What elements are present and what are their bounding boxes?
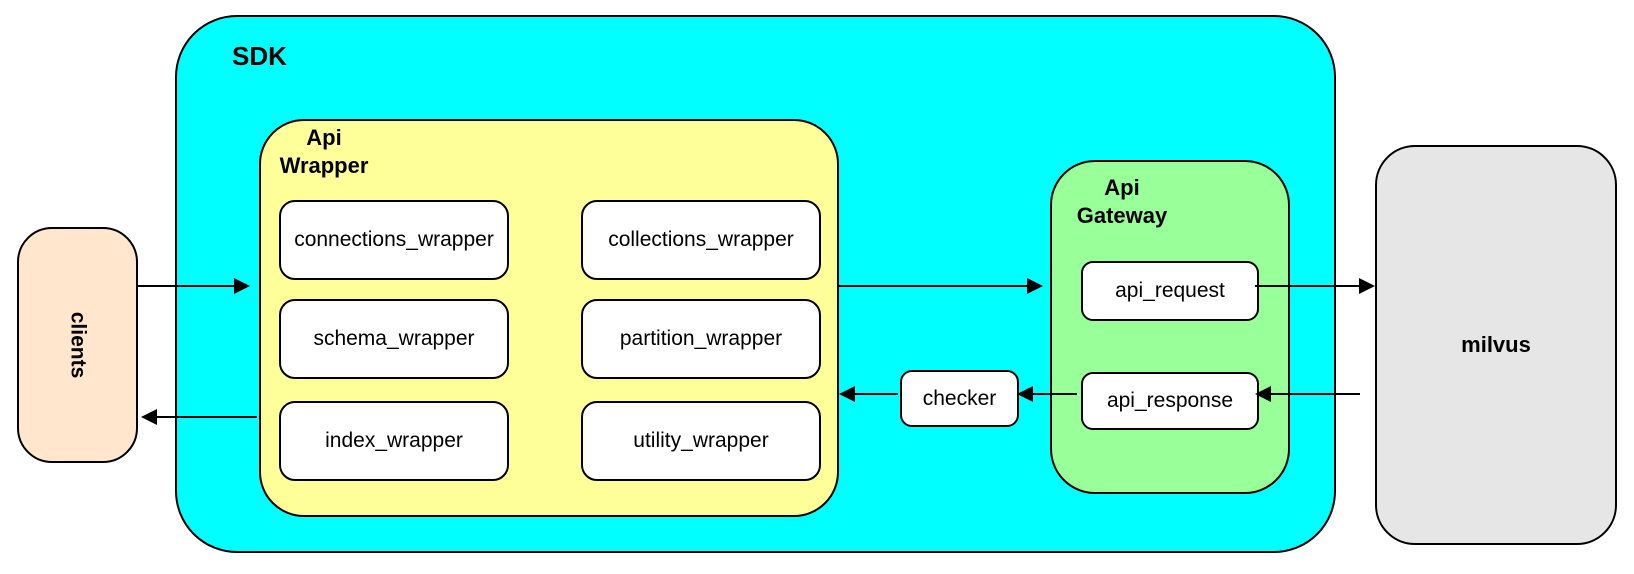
checker-box: checker <box>900 370 1019 427</box>
partition-wrapper-label: partition_wrapper <box>619 327 783 350</box>
clients-box: clients <box>17 227 138 463</box>
collections-wrapper-label: collections_wrapper <box>608 228 794 251</box>
api-wrapper-label: Api Wrapper <box>269 124 379 179</box>
api-wrapper-container: Api Wrapper connections_wrapper collecti… <box>259 119 839 517</box>
arrow-line <box>1271 393 1360 395</box>
index-wrapper-label: index_wrapper <box>325 429 463 452</box>
arrow-head-left-icon <box>839 386 855 402</box>
schema-wrapper-box: schema_wrapper <box>279 299 509 379</box>
milvus-label: milvus <box>1461 332 1531 357</box>
arrow-line <box>1255 285 1359 287</box>
arrow-head-left-icon <box>141 409 157 425</box>
connections-wrapper-label: connections_wrapper <box>294 228 494 251</box>
api-wrapper-label-line1: Api <box>306 125 342 150</box>
clients-label: clients <box>66 311 90 379</box>
sdk-container: SDK Api Wrapper connections_wrapper coll… <box>175 15 1336 553</box>
collections-wrapper-box: collections_wrapper <box>581 200 821 280</box>
api-gateway-label-line2: Gateway <box>1076 202 1168 228</box>
partition-wrapper-box: partition_wrapper <box>581 299 821 379</box>
sdk-label: SDK <box>232 41 287 71</box>
api-gateway-container: Api Gateway api_request api_response <box>1050 160 1290 494</box>
arrow-head-right-icon <box>1027 278 1043 294</box>
arrow-line <box>138 285 234 287</box>
arrow-line <box>1033 393 1077 395</box>
connections-wrapper-box: connections_wrapper <box>279 200 509 280</box>
checker-label: checker <box>922 386 997 410</box>
api-wrapper-label-line2: Wrapper <box>279 152 369 178</box>
api-response-box: api_response <box>1081 372 1259 430</box>
arrow-line <box>837 285 1027 287</box>
arrow-head-right-icon <box>1359 278 1375 294</box>
arrow-line <box>855 393 898 395</box>
api-gateway-label: Api Gateway <box>1070 174 1174 229</box>
schema-wrapper-label: schema_wrapper <box>313 327 475 350</box>
api-request-box: api_request <box>1081 261 1259 321</box>
arrow-head-left-icon <box>1255 386 1271 402</box>
arrow-head-left-icon <box>1017 386 1033 402</box>
api-gateway-label-line1: Api <box>1104 175 1140 200</box>
utility-wrapper-box: utility_wrapper <box>581 401 821 481</box>
milvus-box: milvus <box>1375 145 1617 545</box>
utility-wrapper-label: utility_wrapper <box>633 429 769 452</box>
index-wrapper-box: index_wrapper <box>279 401 509 481</box>
arrow-line <box>157 416 257 418</box>
arrow-head-right-icon <box>234 278 250 294</box>
api-request-label: api_request <box>1115 279 1225 302</box>
api-response-label: api_response <box>1106 389 1234 412</box>
